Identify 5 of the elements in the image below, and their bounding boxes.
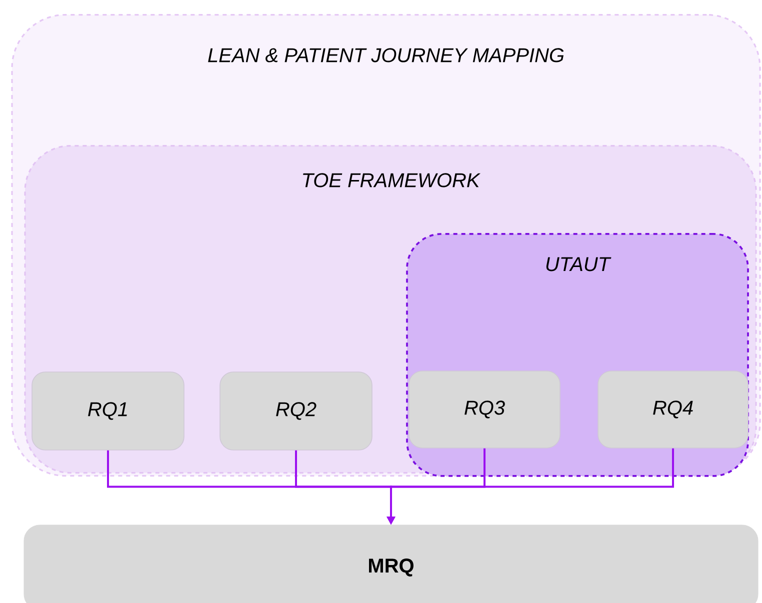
question-box: RQ4	[598, 370, 748, 448]
question-box: RQ1	[32, 372, 184, 450]
question-box: RQ2	[220, 372, 372, 450]
question-box: MRQ	[24, 524, 758, 603]
question-box: RQ3	[408, 370, 560, 448]
